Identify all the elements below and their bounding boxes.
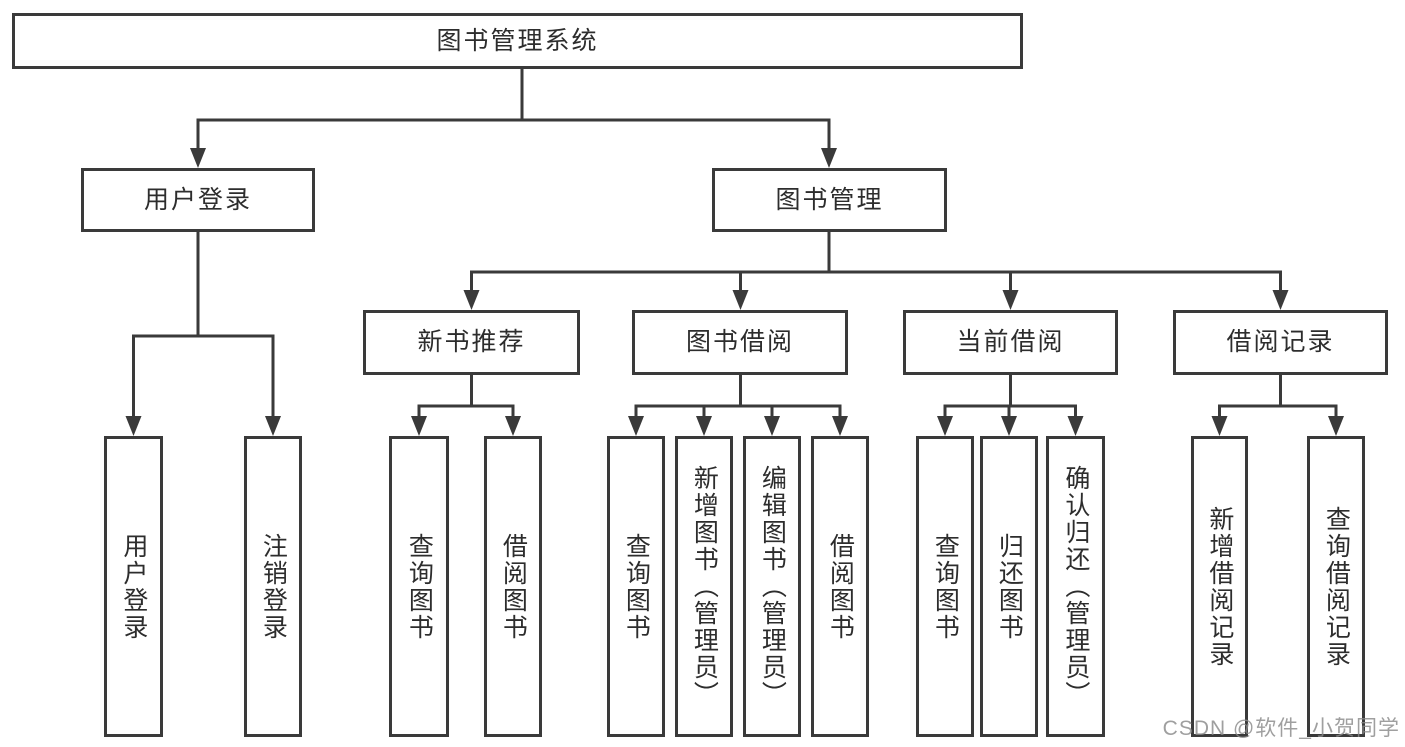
arrowhead xyxy=(190,148,206,168)
arrowhead xyxy=(696,416,712,436)
arrowhead xyxy=(125,416,142,436)
connector-book-management xyxy=(470,232,1282,292)
arrowhead xyxy=(764,416,780,436)
arrowhead xyxy=(1272,290,1289,310)
node-leaf-query-borrow-record: 查询借阅记录 xyxy=(1307,436,1365,737)
node-book-borrowing: 图书借阅 xyxy=(632,310,848,375)
node-book-management: 图书管理 xyxy=(712,168,947,232)
node-leaf-logout: 注销登录 xyxy=(244,436,302,737)
arrowhead xyxy=(505,416,521,436)
node-leaf-add-borrow-record: 新增借阅记录 xyxy=(1191,436,1248,737)
arrowhead xyxy=(821,148,837,168)
node-leaf-borrow-books: 借阅图书 xyxy=(811,436,869,737)
csdn-watermark: CSDN @软件_小贺同学 xyxy=(1162,717,1400,740)
connector-new-books xyxy=(417,375,515,418)
arrowhead xyxy=(411,416,427,436)
arrowhead xyxy=(937,416,953,436)
node-leaf-user-login: 用户登录 xyxy=(104,436,163,737)
node-library-management-system: 图书管理系统 xyxy=(12,13,1023,69)
connector-borrow-records xyxy=(1218,375,1338,418)
arrowhead xyxy=(1211,416,1228,436)
node-borrow-records: 借阅记录 xyxy=(1173,310,1388,375)
node-leaf-query-books: 查询图书 xyxy=(916,436,974,737)
connector-user-login xyxy=(132,232,275,418)
arrowhead xyxy=(628,416,644,436)
node-leaf-return-books: 归还图书 xyxy=(980,436,1038,737)
node-leaf-edit-books-admin: 编辑图书（管理员） xyxy=(743,436,801,737)
node-leaf-query-books: 查询图书 xyxy=(607,436,665,737)
arrowhead xyxy=(1067,416,1084,436)
arrowhead xyxy=(463,290,480,310)
node-user-login: 用户登录 xyxy=(81,168,315,232)
arrowhead xyxy=(1328,416,1344,436)
connector-borrowing xyxy=(634,375,842,418)
node-leaf-query-books: 查询图书 xyxy=(389,436,449,737)
connector-root xyxy=(196,68,831,150)
arrowhead xyxy=(1002,290,1019,310)
node-new-book-recommend: 新书推荐 xyxy=(363,310,580,375)
connector-current-borrowing xyxy=(943,375,1077,418)
node-leaf-add-books-admin: 新增图书（管理员） xyxy=(675,436,733,737)
arrowhead xyxy=(732,290,749,310)
node-current-borrowing: 当前借阅 xyxy=(903,310,1118,375)
arrowhead xyxy=(832,416,848,436)
node-leaf-confirm-return-admin: 确认归还（管理员） xyxy=(1046,436,1105,737)
node-leaf-borrow-books: 借阅图书 xyxy=(484,436,542,737)
arrowhead xyxy=(1001,416,1017,436)
arrowhead xyxy=(265,416,281,436)
